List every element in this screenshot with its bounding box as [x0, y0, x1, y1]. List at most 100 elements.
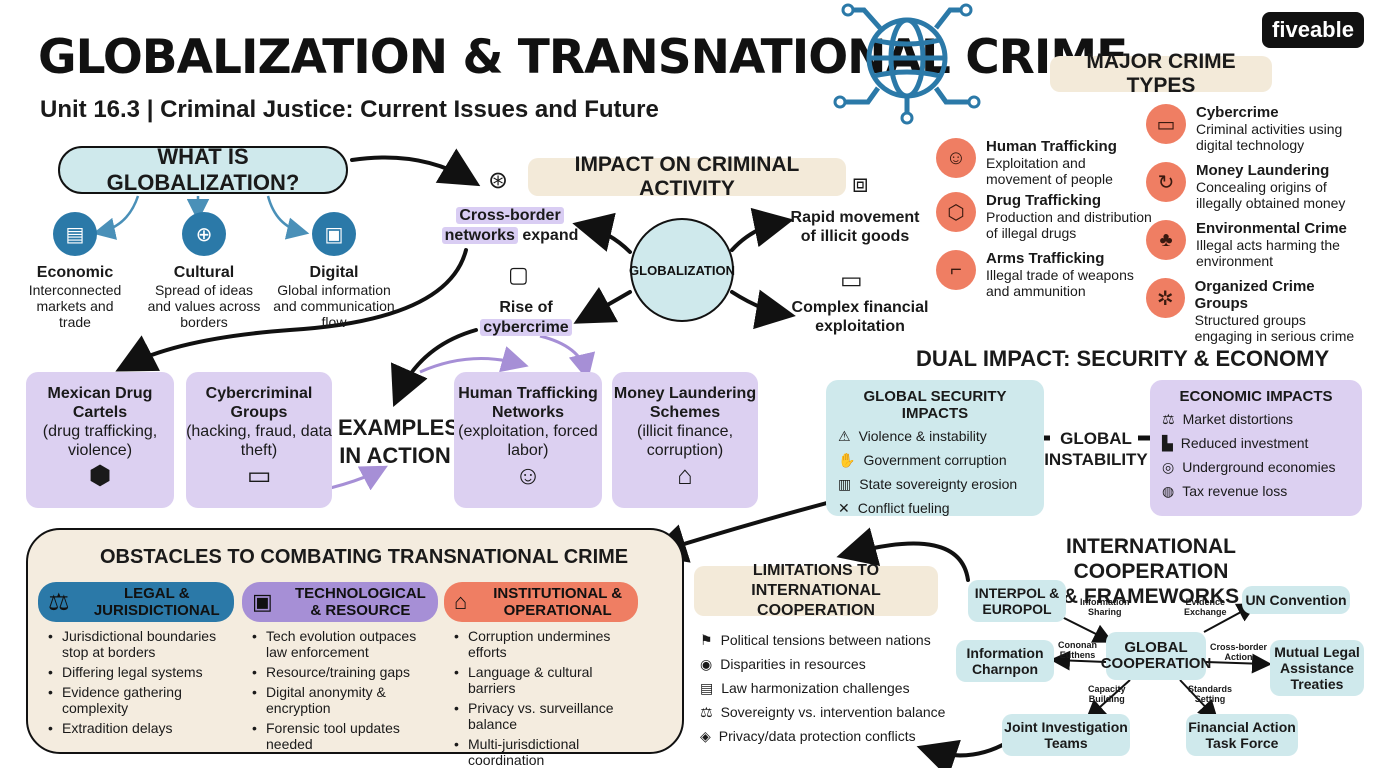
- scale-icon: ⚖: [48, 588, 70, 616]
- cultural-desc: Spread of ideas and values across border…: [147, 282, 261, 330]
- obstacle-legal: ⚖ LEGAL & JURISDICTIONAL Jurisdictional …: [38, 582, 234, 740]
- example-money-laundering: Money Laundering Schemes (illicit financ…: [612, 372, 758, 508]
- economic-item: ◎Underground economies: [1162, 455, 1350, 479]
- warning-icon: ⚠: [838, 428, 851, 444]
- security-item: ▥State sovereignty erosion: [838, 472, 1032, 496]
- obstacles-title: OBSTACLES TO COMBATING TRANSNATIONAL CRI…: [100, 546, 629, 568]
- security-item: ✕Conflict fueling: [838, 496, 1032, 520]
- scale-icon: ⚖: [1162, 411, 1175, 427]
- document-icon: ▤: [700, 680, 714, 696]
- shield-icon: ◈: [700, 728, 711, 744]
- obstacles-panel: OBSTACLES TO COMBATING TRANSNATIONAL CRI…: [26, 528, 684, 768]
- handshake-icon: ✋: [838, 452, 856, 468]
- cash-icon: ▭: [840, 267, 863, 294]
- gun-icon: ⌐: [936, 250, 976, 290]
- factory-icon: ▙: [1162, 435, 1173, 451]
- people-icon: ☺: [514, 460, 542, 490]
- digital-label: Digital: [309, 264, 359, 281]
- security-item: ✋Government corruption: [838, 448, 1032, 472]
- obstacle-tech-header: ▣ TECHNOLOGICAL & RESOURCE: [242, 582, 438, 622]
- cycle-icon: ↻: [1146, 162, 1186, 202]
- network-globe-icon: ⊛: [488, 167, 509, 194]
- economic-desc: Interconnected markets and trade: [28, 282, 122, 330]
- obstacle-legal-list: Jurisdictional boundaries stop at border…: [38, 628, 234, 736]
- building-icon: ▥: [838, 476, 852, 492]
- node-financial-action-task-force: Financial Action Task Force: [1186, 714, 1298, 756]
- economic-item: ▙Reduced investment: [1162, 431, 1350, 455]
- obstacle-institutional: ⌂ INSTITUTIONAL & OPERATIONAL Corruption…: [444, 582, 638, 768]
- major-crime-types-title: MAJOR CRIME TYPES: [1050, 50, 1272, 97]
- laptop-icon: ▭: [1146, 104, 1186, 144]
- limitation-item: ◉Disparities in resources: [700, 652, 960, 676]
- example-human-trafficking: Human Trafficking Networks (exploitation…: [454, 372, 602, 508]
- economic-impacts-panel: ECONOMIC IMPACTS ⚖Market distortions ▙Re…: [1150, 380, 1362, 516]
- pills-icon: ⬡: [936, 192, 976, 232]
- money-stack-icon: ▤: [53, 212, 97, 256]
- chip-icon: ▣: [312, 212, 356, 256]
- limitation-item: ▤Law harmonization challenges: [700, 676, 960, 700]
- node-global-cooperation: GLOBAL COOPERATION: [1101, 632, 1211, 680]
- globalization-economic: ▤ Economic Interconnected markets and tr…: [20, 212, 130, 330]
- cross-border-networks: Cross-border networks expand: [440, 206, 580, 246]
- limitation-item: ⚑Political tensions between nations: [700, 628, 960, 652]
- impact-title: IMPACT ON CRIMINAL ACTIVITY: [528, 153, 846, 200]
- obstacle-inst-list: Corruption undermines efforts Language &…: [444, 628, 638, 768]
- node-un-convention: UN Convention: [1242, 586, 1350, 614]
- obstacle-tech-list: Tech evolution outpaces law enforcement …: [242, 628, 438, 752]
- people-icon: ☺: [936, 138, 976, 178]
- cubes-icon: ⬢: [88, 460, 112, 490]
- global-instability-label: GLOBAL INSTABILITY: [1044, 429, 1148, 469]
- node-joint-investigation: Joint Investigation Teams: [1002, 714, 1130, 756]
- flag-icon: ⚑: [700, 632, 713, 648]
- limitations-title: LIMITATIONS TO INTERNATIONAL COOPERATION: [694, 562, 938, 619]
- dual-impact-title: DUAL IMPACT: SECURITY & ECONOMY: [916, 346, 1330, 371]
- rise-of-cybercrime: Rise of cybercrime: [456, 298, 596, 338]
- obstacle-technological: ▣ TECHNOLOGICAL & RESOURCE Tech evolutio…: [242, 582, 438, 756]
- cooperation-title: INTERNATIONAL COOPERATION & FRAMEWORKS: [1062, 535, 1240, 608]
- economic-item: ⚖Market distortions: [1162, 407, 1350, 431]
- monitor-lock-icon: ▭: [246, 460, 272, 490]
- security-item: ⚠Violence & instability: [838, 424, 1032, 448]
- example-mexican-cartels: Mexican Drug Cartels (drug trafficking, …: [26, 372, 174, 508]
- digital-desc: Global information and communication flo…: [273, 282, 395, 330]
- security-impacts-panel: GLOBAL SECURITY IMPACTS ⚠Violence & inst…: [826, 380, 1044, 516]
- scale-icon: ⚖: [700, 704, 713, 720]
- box-hand-icon: ⧈: [852, 168, 869, 198]
- limitation-item: ⚖Sovereignty vs. intervention balance: [700, 700, 960, 724]
- limitations-list: ⚑Political tensions between nations ◉Dis…: [700, 628, 960, 748]
- rapid-movement: Rapid movement of illicit goods: [790, 209, 920, 245]
- globe-network-icon: [833, 3, 981, 125]
- brand-logo: fiveable: [1262, 12, 1364, 48]
- coins-icon: ◎: [1162, 459, 1175, 475]
- limitation-item: ◈Privacy/data protection conflicts: [700, 724, 960, 748]
- page-subtitle: Unit 16.3 | Criminal Justice: Current Is…: [40, 96, 659, 123]
- globe-icon: ⊕: [182, 212, 226, 256]
- cultural-label: Cultural: [173, 264, 235, 281]
- economic-label: Economic: [36, 264, 114, 281]
- globalization-digital: ▣ Digital Global information and communi…: [272, 212, 396, 330]
- globalization-cultural: ⊕ Cultural Spread of ideas and values ac…: [146, 212, 262, 330]
- bank-icon: ⌂: [677, 460, 693, 490]
- node-interpol: INTERPOL & EUROPOL: [968, 580, 1066, 622]
- node-mutual-legal-assistance: Mutual Legal Assistance Treaties: [1270, 640, 1364, 696]
- what-is-globalization-title: WHAT IS GLOBALIZATION?: [58, 144, 348, 195]
- hand-coin-icon: ◉: [700, 656, 713, 672]
- security-impacts-title: GLOBAL SECURITY IMPACTS: [863, 388, 1007, 422]
- obstacle-legal-header: ⚖ LEGAL & JURISDICTIONAL: [38, 582, 234, 622]
- globalization-center-node: GLOBALIZATION: [629, 218, 735, 322]
- complex-financial: Complex financial exploitation: [791, 299, 929, 335]
- moneybag-icon: ◍: [1162, 483, 1175, 499]
